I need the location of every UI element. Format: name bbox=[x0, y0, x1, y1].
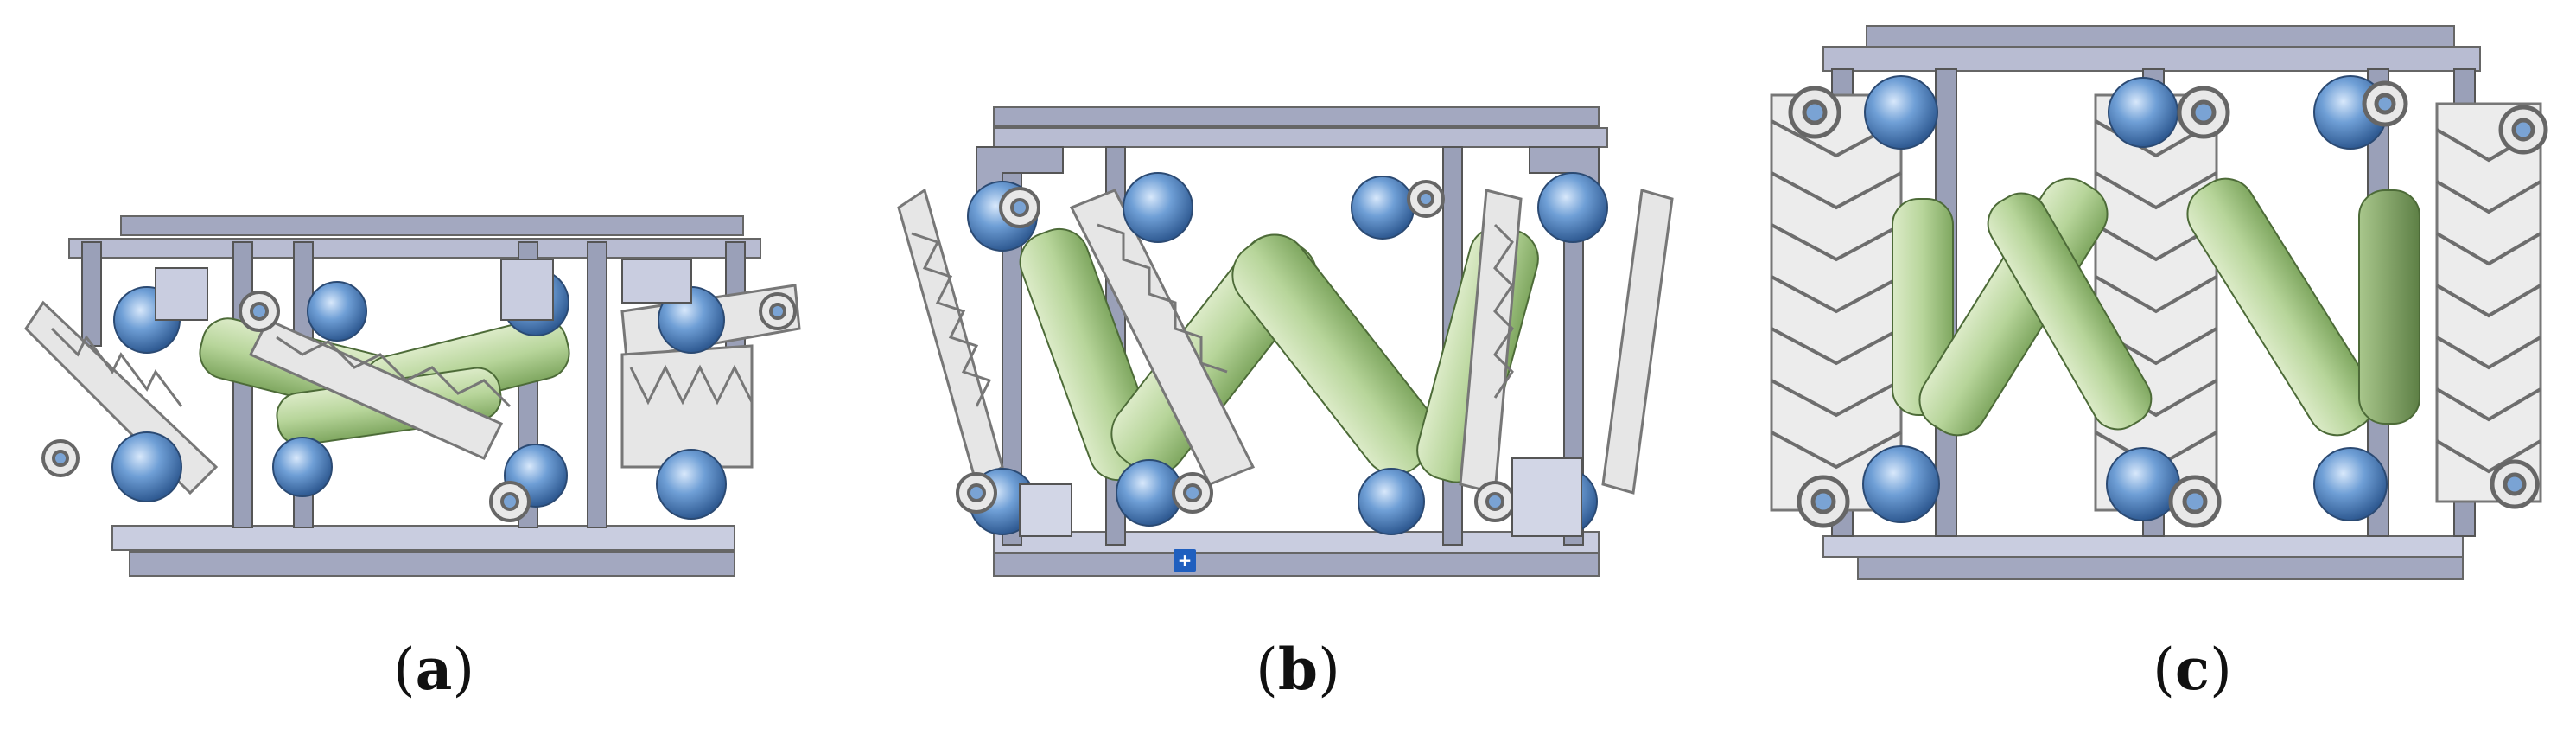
panel-a bbox=[17, 208, 830, 588]
mechanism-a-illustration bbox=[24, 215, 801, 577]
caption-c: (c) bbox=[2153, 636, 2232, 703]
mechanism-c-illustration bbox=[1770, 25, 2548, 580]
caption-b: (b) bbox=[1256, 636, 1340, 703]
plus-square-icon: + bbox=[1174, 549, 1196, 572]
panel-b: + bbox=[890, 95, 1685, 605]
mechanism-b-illustration bbox=[897, 106, 1674, 577]
caption-a: (a) bbox=[392, 636, 475, 703]
panel-c bbox=[1763, 17, 2549, 588]
